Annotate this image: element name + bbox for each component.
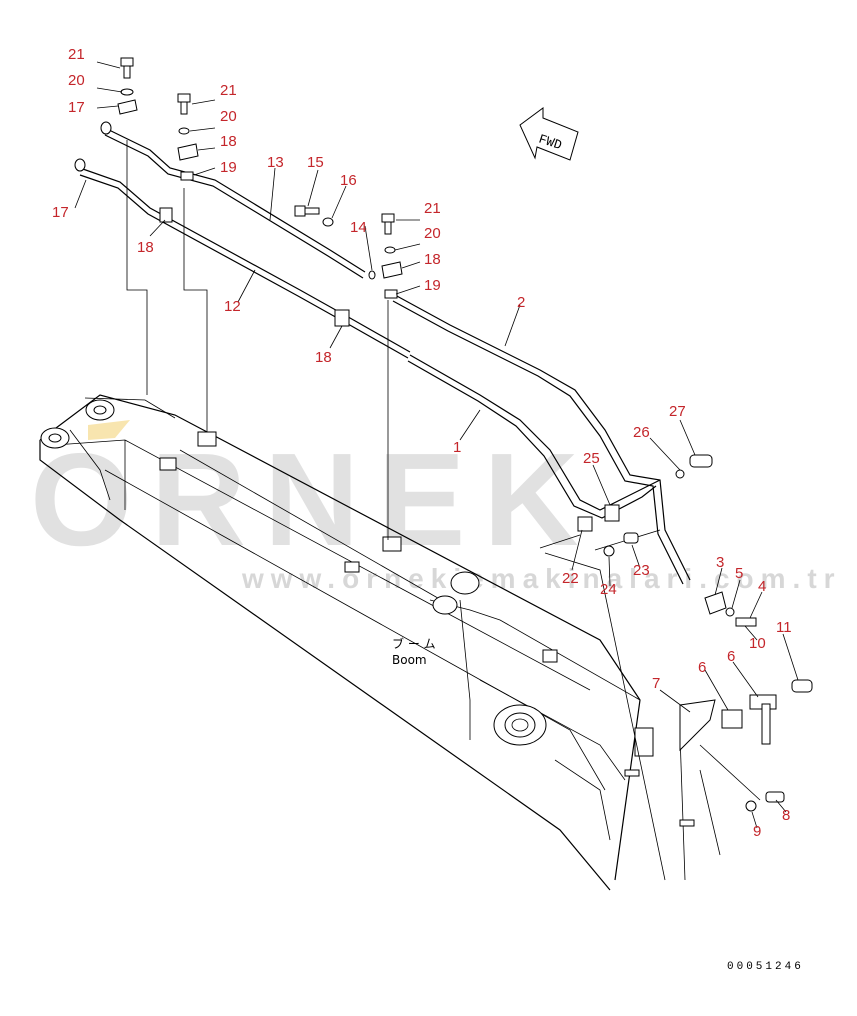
callout-18-a: 18	[220, 133, 237, 150]
callout-19-a: 19	[220, 159, 237, 176]
watermark-brand: ORNEK	[30, 426, 597, 573]
callout-2: 2	[517, 294, 525, 311]
boom-label-jp: ブ ー ム	[392, 636, 436, 651]
callout-6-b: 6	[727, 648, 735, 665]
callout-7: 7	[652, 675, 660, 692]
pipe-2	[392, 294, 691, 585]
callout-21-b: 21	[220, 82, 237, 99]
callout-12: 12	[224, 298, 241, 315]
callout-18-c: 18	[137, 239, 154, 256]
callout-leaders	[74, 61, 799, 829]
callout-27: 27	[669, 403, 686, 420]
callout-22: 22	[562, 570, 579, 587]
callout-21-a: 21	[68, 46, 85, 63]
boom-label-en: Boom	[392, 653, 427, 667]
callouts: 21 20 17 17 21 20 18 19 13 15 16 14 21 2…	[52, 46, 792, 840]
callout-15: 15	[307, 154, 324, 171]
callout-6-a: 6	[698, 659, 706, 676]
callout-1: 1	[453, 439, 461, 456]
fwd-label: FWD	[537, 132, 564, 154]
callout-24: 24	[600, 581, 617, 598]
callout-13: 13	[267, 154, 284, 171]
hardware	[117, 57, 813, 827]
callout-19-b: 19	[424, 277, 441, 294]
callout-18-b: 18	[424, 251, 441, 268]
callout-20-c: 20	[424, 225, 441, 242]
callout-10: 10	[749, 635, 766, 652]
callout-18-d: 18	[315, 349, 332, 366]
pipe-1	[407, 354, 661, 519]
callout-17-b: 17	[52, 204, 69, 221]
callout-26: 26	[633, 424, 650, 441]
callout-23: 23	[633, 562, 650, 579]
callout-5: 5	[735, 565, 743, 582]
boom-body	[39, 394, 654, 891]
callout-4: 4	[758, 578, 766, 595]
callout-9: 9	[753, 823, 761, 840]
drawing-number: 00051246	[727, 961, 804, 973]
pipe-12	[74, 158, 411, 359]
callout-8: 8	[782, 807, 790, 824]
callout-3: 3	[716, 554, 724, 571]
callout-17-a: 17	[68, 99, 85, 116]
callout-14: 14	[350, 219, 367, 236]
fwd-arrow-icon: FWD	[519, 107, 579, 161]
callout-25: 25	[583, 450, 600, 467]
callout-20-a: 20	[68, 72, 85, 89]
watermark: ORNEK www.ornekiemakinalari.com.tr	[30, 426, 842, 594]
callout-11: 11	[776, 619, 792, 636]
watermark-url: www.ornekiemakinalari.com.tr	[241, 563, 842, 594]
callout-20-b: 20	[220, 108, 237, 125]
callout-21-c: 21	[424, 200, 441, 217]
callout-16: 16	[340, 172, 357, 189]
leader-lines	[126, 140, 761, 881]
